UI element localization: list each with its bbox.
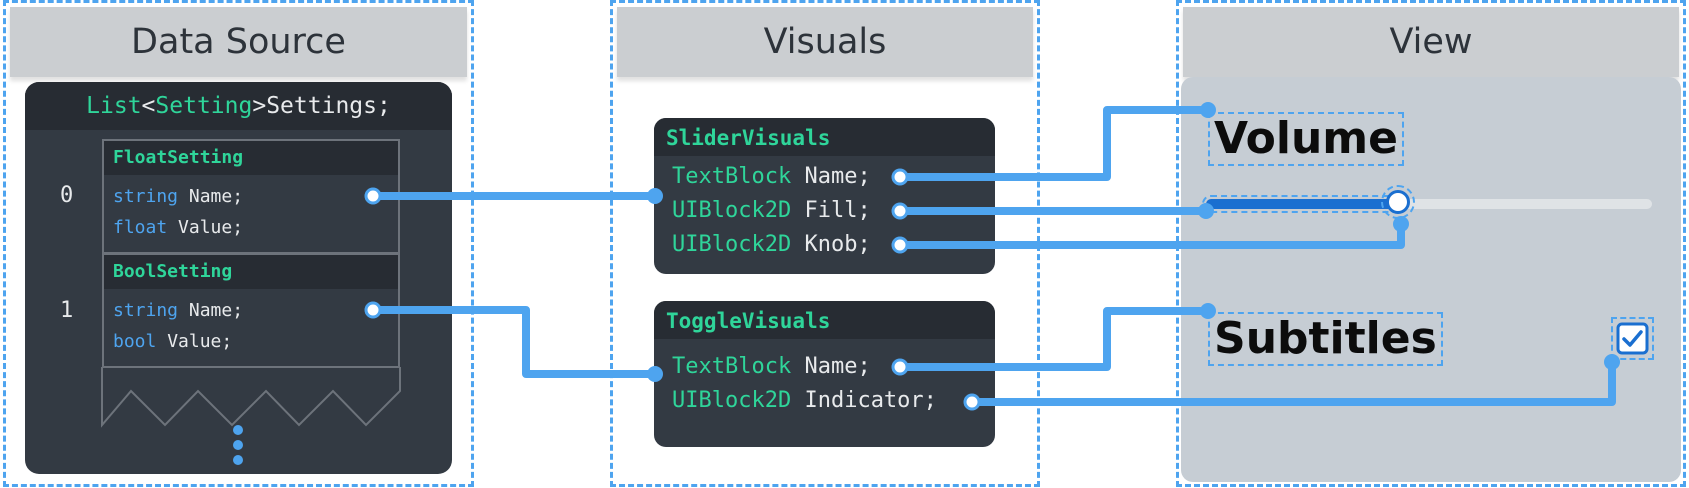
- bool-setting-title: BoolSetting: [104, 255, 398, 289]
- wire-end-dot-fill: [1198, 203, 1214, 219]
- settings-list-panel: List<Setting> Settings; 0 FloatSetting s…: [25, 82, 452, 474]
- port-slider-fill: [891, 202, 909, 220]
- subtitles-label: Subtitles: [1208, 312, 1443, 366]
- visuals-heading: Visuals: [617, 7, 1033, 77]
- wire-slider-knob-to-knob: [900, 224, 1405, 249]
- list-lt: <: [141, 93, 156, 119]
- wire-end-dot-volume: [1200, 102, 1216, 118]
- list-variable: Settings;: [266, 93, 391, 119]
- view-column: View: [1176, 0, 1686, 487]
- port-bool-setting: [364, 301, 382, 319]
- wire-toggle-name-to-subtitles-label: [900, 307, 1208, 371]
- data-source-column: Data Source: [3, 0, 474, 487]
- wire-end-dot-bool-in: [647, 366, 663, 382]
- list-inner-type: Setting: [155, 93, 253, 119]
- float-setting-title: FloatSetting: [104, 141, 398, 175]
- bool-setting-field-value: bool Value;: [113, 331, 233, 352]
- toggle-visuals-box: ToggleVisuals TextBlock Name; UIBlock2D …: [654, 301, 995, 447]
- wire-end-dot-checkbox: [1604, 354, 1620, 370]
- zigzag-edge: [101, 367, 401, 428]
- data-source-heading: Data Source: [10, 7, 467, 77]
- wire-slider-name-to-volume-label: [900, 106, 1208, 181]
- slider-visuals-field-knob: UIBlock2D Knob;: [672, 232, 871, 257]
- ellipsis-dot-2: [233, 440, 243, 450]
- visuals-column: Visuals: [610, 0, 1040, 487]
- list-gt: >: [252, 93, 267, 119]
- slider-visuals-field-name: TextBlock Name;: [672, 164, 871, 189]
- wire-bool-setting-to-toggle-visuals: [373, 306, 655, 378]
- slider-knob[interactable]: [1381, 185, 1415, 219]
- subtitles-toggle[interactable]: [1611, 317, 1654, 360]
- port-float-setting: [364, 187, 382, 205]
- wire-end-dot-float-in: [647, 188, 663, 204]
- slider-visuals-title: SliderVisuals: [654, 118, 995, 156]
- toggle-visuals-title: ToggleVisuals: [654, 301, 995, 339]
- toggle-visuals-field-name: TextBlock Name;: [672, 354, 871, 379]
- slider-visuals-field-fill: UIBlock2D Fill;: [672, 198, 871, 223]
- slider-fill: [1202, 195, 1402, 213]
- port-slider-name: [891, 168, 909, 186]
- port-slider-knob: [891, 236, 909, 254]
- list-type: List: [86, 93, 142, 119]
- float-setting-field-value: float Value;: [113, 217, 244, 238]
- checkbox-checked-icon: [1616, 322, 1649, 355]
- view-panel: [1181, 77, 1681, 482]
- more-items-indicator: [101, 367, 401, 465]
- bool-setting-field-name: string Name;: [113, 300, 244, 321]
- port-toggle-name: [891, 358, 909, 376]
- ellipsis-dot-3: [233, 455, 243, 465]
- item-index-1: 1: [60, 298, 74, 323]
- wire-end-dot-knob: [1393, 216, 1409, 232]
- toggle-visuals-field-indicator: UIBlock2D Indicator;: [672, 388, 937, 413]
- port-toggle-indicator: [963, 393, 981, 411]
- item-index-0: 0: [60, 183, 74, 208]
- wire-end-dot-subtitles: [1200, 303, 1216, 319]
- slider-track: [1206, 199, 1652, 209]
- ellipsis-dot-1: [233, 425, 243, 435]
- float-setting-item: FloatSetting string Name; float Value;: [102, 139, 400, 254]
- settings-list-declaration: List<Setting> Settings;: [25, 82, 452, 130]
- bool-setting-item: BoolSetting string Name; bool Value;: [102, 253, 400, 368]
- float-setting-field-name: string Name;: [113, 186, 244, 207]
- volume-label: Volume: [1208, 112, 1404, 166]
- view-heading: View: [1183, 7, 1679, 77]
- wire-toggle-indicator-to-checkbox: [972, 362, 1616, 406]
- volume-slider[interactable]: [1202, 185, 1652, 219]
